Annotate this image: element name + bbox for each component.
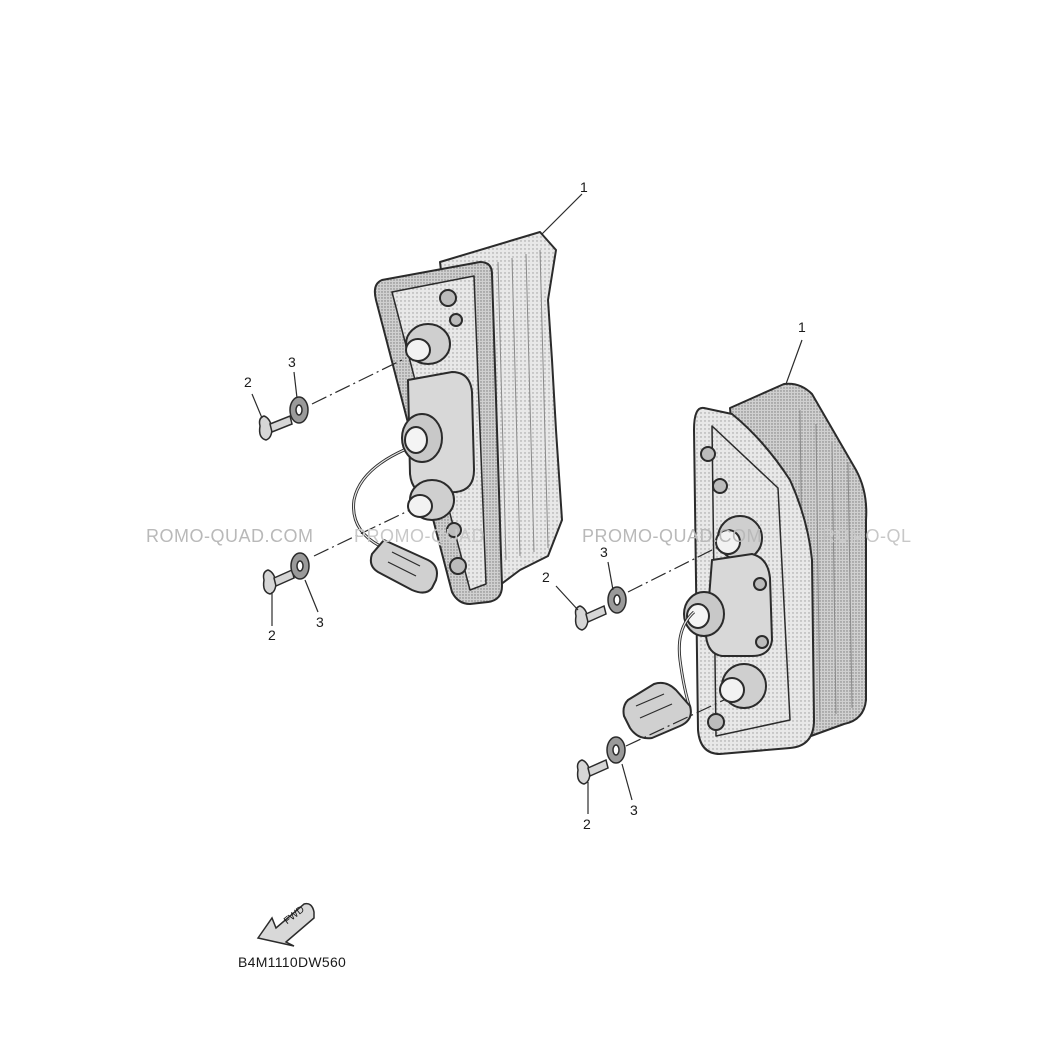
callout-right-screw-upper: 2 <box>542 569 550 585</box>
callout-right-washer-lower: 3 <box>630 802 638 818</box>
left-lamp-coupler <box>369 539 438 594</box>
diagram-code: B4M1110DW560 <box>238 954 347 970</box>
callout-left-washer-upper: 3 <box>288 354 296 370</box>
left-callout-ticks <box>251 371 319 626</box>
right-callout-ticks <box>555 561 633 814</box>
left-upper-washer <box>289 396 309 424</box>
watermark-far-right: ROMO-QL <box>822 526 912 546</box>
callout-left-washer-lower: 3 <box>316 614 324 630</box>
watermark-right: PROMO-QUAD.COM <box>582 526 762 546</box>
watermark-left: ROMO-QUAD.COM <box>146 526 314 546</box>
callout-right-lamp: 1 <box>798 319 806 335</box>
left-rear-lamp <box>352 231 563 605</box>
callout-right-screw-lower: 2 <box>583 816 591 832</box>
right-rear-lamp <box>622 382 868 755</box>
callout-right-washer-upper: 3 <box>600 544 608 560</box>
callout-left-screw-lower: 2 <box>268 627 276 643</box>
right-lamp-leader-lines <box>625 339 803 747</box>
left-lamp-leader-lines <box>311 193 583 557</box>
left-upper-screw <box>258 414 293 441</box>
callout-left-lamp: 1 <box>580 179 588 195</box>
left-lower-washer <box>290 552 310 580</box>
fwd-arrow-icon <box>256 902 315 947</box>
right-upper-washer <box>607 586 627 614</box>
watermark-mid: PROMO-QUAD <box>354 526 485 546</box>
left-lower-screw <box>262 568 295 595</box>
right-lower-washer <box>606 736 626 764</box>
right-lower-screw <box>576 758 609 785</box>
callout-left-screw-upper: 2 <box>244 374 252 390</box>
right-upper-screw <box>574 604 607 631</box>
